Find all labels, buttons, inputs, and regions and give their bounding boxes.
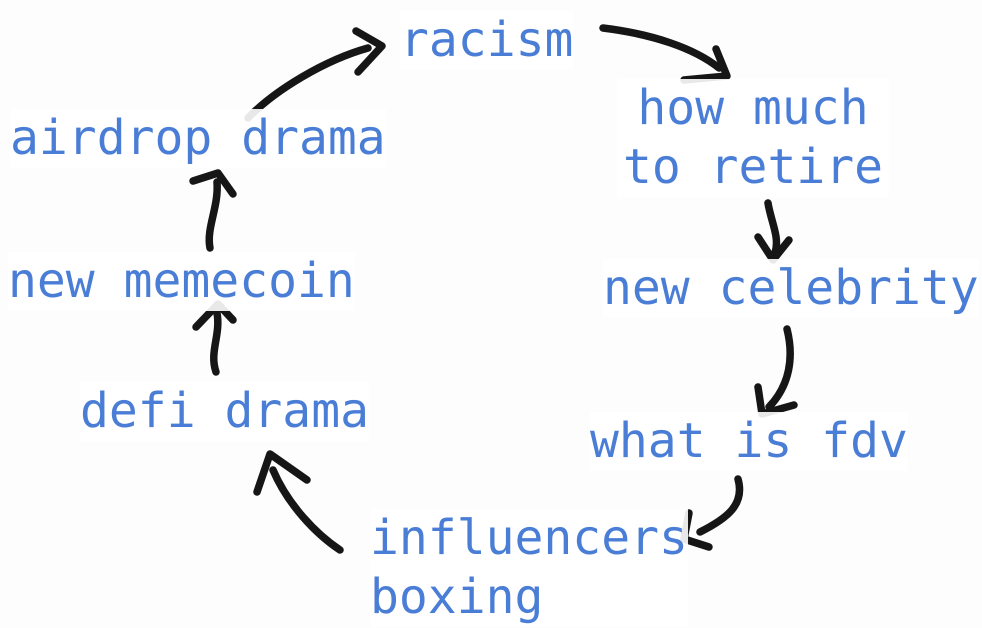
node-new-celebrity: new celebrity <box>603 259 979 318</box>
arrow-how-much-to-retire-to-new-celebrity <box>754 199 793 264</box>
arrow-influencers-boxing-to-defi-drama <box>253 450 344 554</box>
node-how-much-to-retire: how much to retire <box>617 79 889 197</box>
arrow-airdrop-drama-to-racism <box>244 27 386 122</box>
node-racism: racism <box>400 11 574 70</box>
arrow-racism-to-how-much-to-retire <box>599 24 731 84</box>
arrow-new-celebrity-to-what-is-fdv <box>754 325 798 418</box>
arrow-new-memecoin-to-airdrop-drama <box>189 169 237 252</box>
node-what-is-fdv: what is fdv <box>590 412 908 471</box>
node-new-memecoin: new memecoin <box>8 252 355 311</box>
node-airdrop-drama: airdrop drama <box>10 109 386 168</box>
node-influencers-boxing: influencers boxing <box>370 509 688 627</box>
arrow-defi-drama-to-new-memecoin <box>192 300 237 376</box>
arrow-what-is-fdv-to-influencers-boxing <box>680 475 744 551</box>
node-defi-drama: defi drama <box>80 382 369 441</box>
